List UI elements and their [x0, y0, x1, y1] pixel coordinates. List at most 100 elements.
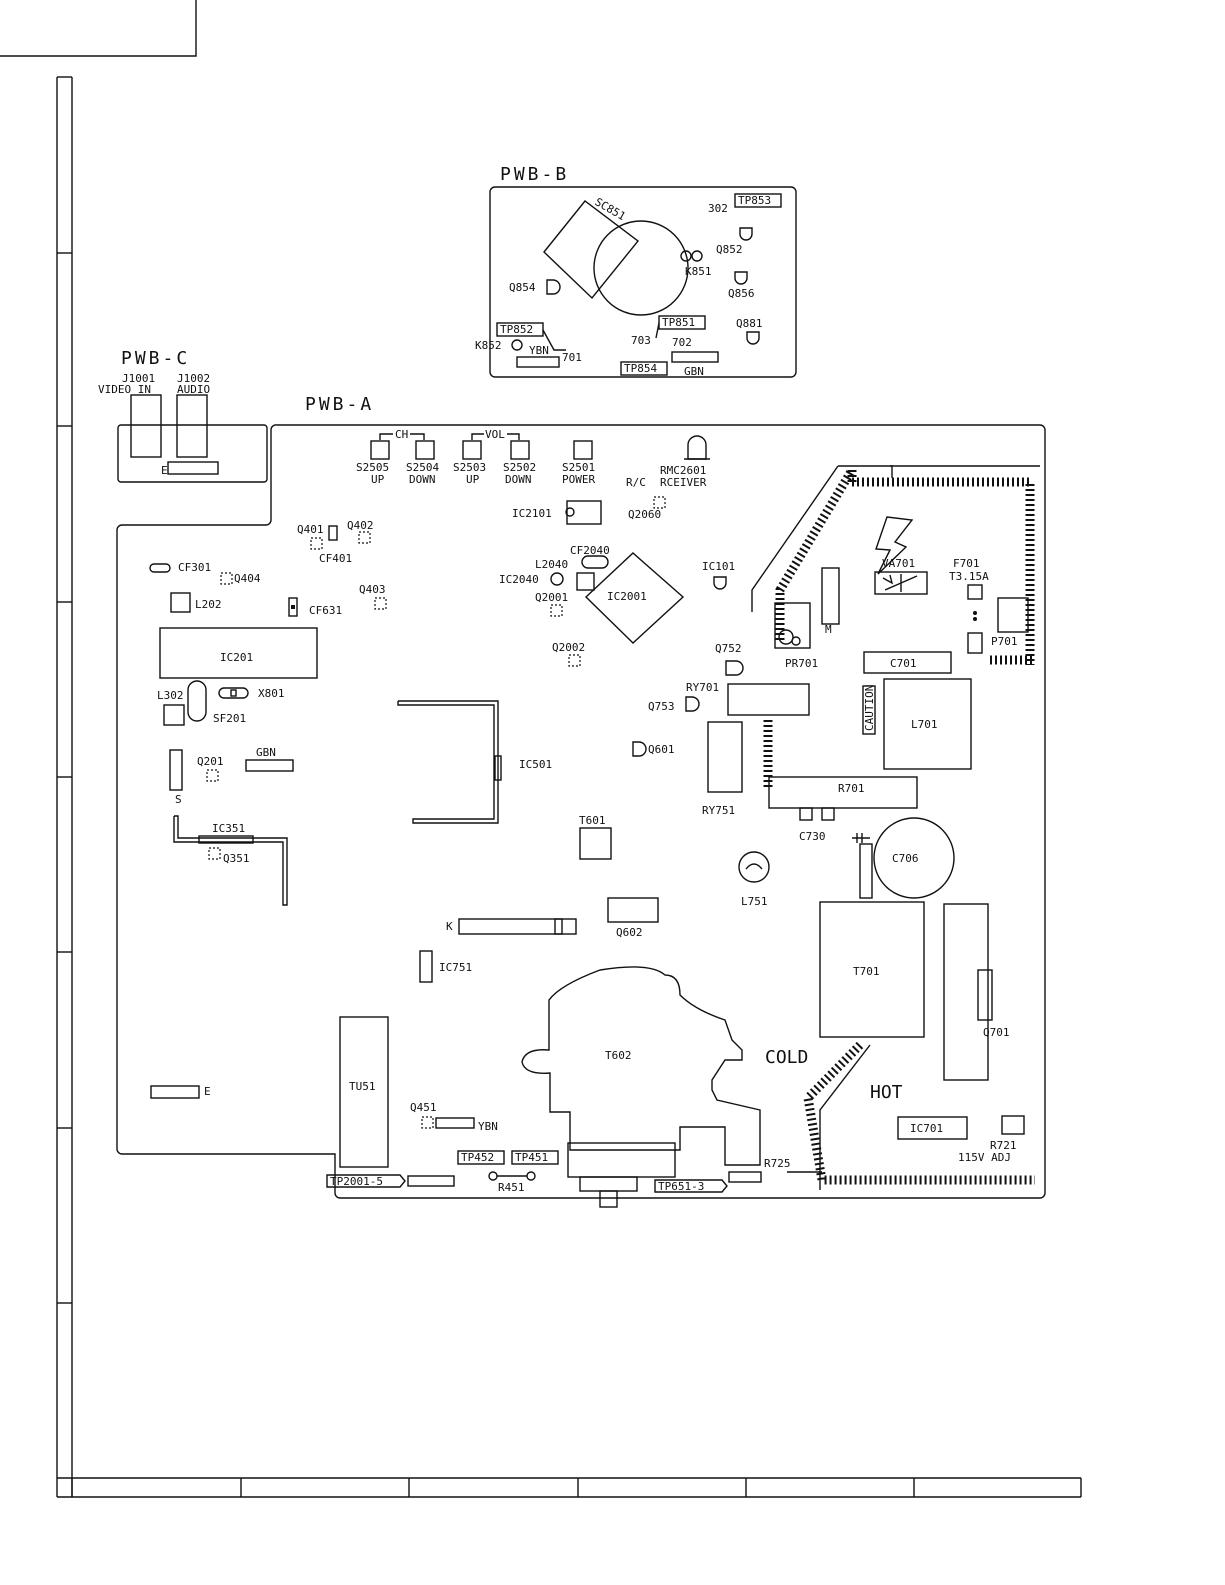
q752-label: Q752	[715, 642, 742, 655]
ic501-label: IC501	[519, 758, 552, 771]
s2504-down-label: DOWN	[409, 473, 436, 486]
r721-label: R721	[990, 1139, 1017, 1152]
k-label: K	[446, 920, 453, 933]
s-label: S	[175, 793, 182, 806]
ic201-label: IC201	[220, 651, 253, 664]
gbn-label-a: GBN	[256, 746, 276, 759]
s2502-down-label: DOWN	[505, 473, 532, 486]
f701-label: F701	[953, 557, 980, 570]
l2040-label: L2040	[535, 558, 568, 571]
q856-label: Q856	[728, 287, 755, 300]
w701-label: 701	[562, 351, 582, 364]
front-switches: CH VOL S2505 UP S2504 DOWN S2503 UP S250…	[356, 428, 710, 489]
pwb-a-board: PWB-A	[116, 394, 1046, 1199]
rceiver-label: RCEIVER	[660, 476, 707, 489]
c302-label: 302	[708, 202, 728, 215]
k852-label: K852	[475, 339, 502, 352]
m-label: M	[825, 623, 832, 636]
c730-label: C730	[799, 830, 826, 843]
l701-label: L701	[911, 718, 938, 731]
tu51-label: TU51	[349, 1080, 376, 1093]
q451-label: Q451	[410, 1101, 437, 1114]
ic351-label: IC351	[212, 822, 245, 835]
q402-label: Q402	[347, 519, 374, 532]
r701-label: R701	[838, 782, 865, 795]
q2002-label: Q2002	[552, 641, 585, 654]
q881-label: Q881	[736, 317, 763, 330]
q401-label: Q401	[297, 523, 324, 536]
e-label-a: E	[204, 1085, 211, 1098]
gbn-label-b: GBN	[684, 365, 704, 378]
q852-label: Q852	[716, 243, 743, 256]
s2505-up-label: UP	[371, 473, 385, 486]
tp854-label: TP854	[624, 362, 657, 375]
k851-label: K851	[685, 265, 712, 278]
t701-label: T701	[853, 965, 880, 978]
q2001-label: Q2001	[535, 591, 568, 604]
t601-label: T601	[579, 814, 606, 827]
tp651-3-label: TP651-3	[658, 1180, 704, 1193]
ry701-label: RY701	[686, 681, 719, 694]
t315a-label: T3.15A	[949, 570, 989, 583]
tp451-label: TP451	[515, 1151, 548, 1164]
ry751-label: RY751	[702, 804, 735, 817]
q701-label: Q701	[983, 1026, 1010, 1039]
j1001-label: J1001	[122, 372, 155, 385]
q602-label: Q602	[616, 926, 643, 939]
vol-label: VOL	[485, 428, 505, 441]
hot-side: VA701 F701 T3.15A P701 M PR701 C701 CAUT…	[751, 453, 1040, 1190]
c706-label: C706	[892, 852, 919, 865]
ic2101-label: IC2101	[512, 507, 552, 520]
l202-label: L202	[195, 598, 222, 611]
adj-label: 115V ADJ	[958, 1151, 1011, 1164]
q404-label: Q404	[234, 572, 261, 585]
caution-label: CAUTION	[863, 685, 876, 731]
page-frame	[0, 0, 1082, 1498]
rc-label: R/C	[626, 476, 646, 489]
s2502-label: S2502	[503, 461, 536, 474]
ch-label: CH	[395, 428, 408, 441]
ic2001-label: IC2001	[607, 590, 647, 603]
tp853-label: TP853	[738, 194, 771, 207]
ic751-label: IC751	[439, 961, 472, 974]
ic2040-label: IC2040	[499, 573, 539, 586]
q601-label: Q601	[648, 743, 675, 756]
q753-label: Q753	[648, 700, 675, 713]
r725-label: R725	[764, 1157, 791, 1170]
pwb-b-board: PWB-B SC851 302 TP853 Q852 K851 Q856 Q85…	[475, 164, 797, 378]
hot-label: HOT	[870, 1082, 903, 1103]
q351-label: Q351	[223, 852, 250, 865]
s2503-up-label: UP	[466, 473, 480, 486]
c701-label: C701	[890, 657, 917, 670]
pwb-a-title: PWB-A	[305, 394, 374, 415]
l302-label: L302	[157, 689, 184, 702]
ybn-label-a: YBN	[478, 1120, 498, 1133]
cold-label: COLD	[765, 1047, 808, 1068]
q403-label: Q403	[359, 583, 386, 596]
x801-label: X801	[258, 687, 285, 700]
tp852-label: TP852	[500, 323, 533, 336]
tp2001-5-label: TP2001-5	[330, 1175, 383, 1188]
lower-components: T602 TU51 E Q451 YBN TP452 TP451 R451 TP…	[150, 966, 762, 1208]
ic701-label: IC701	[910, 1122, 943, 1135]
q2060-label: Q2060	[628, 508, 661, 521]
ic101-label: IC101	[702, 560, 735, 573]
power-label: POWER	[562, 473, 595, 486]
w702-label: 702	[672, 336, 692, 349]
s2505-label: S2505	[356, 461, 389, 474]
l751-label: L751	[741, 895, 768, 908]
cf631-label: CF631	[309, 604, 342, 617]
s2501-label: S2501	[562, 461, 595, 474]
pwb-b-title: PWB-B	[500, 164, 569, 185]
video-in-label: VIDEO IN	[98, 383, 151, 396]
audio-label: AUDIO	[177, 383, 210, 396]
center-components: CF2040 L2040 IC2040 IC2001 Q2001 Q2002 I…	[397, 544, 810, 983]
j1002-label: J1002	[177, 372, 210, 385]
s2504-label: S2504	[406, 461, 439, 474]
q201-label: Q201	[197, 755, 224, 768]
pwb-c-board: PWB-C J1001 VIDEO IN J1002 AUDIO E	[98, 348, 268, 483]
w703-label: 703	[631, 334, 651, 347]
sc851-label: SC851	[593, 195, 628, 223]
sf201-label: SF201	[213, 712, 246, 725]
